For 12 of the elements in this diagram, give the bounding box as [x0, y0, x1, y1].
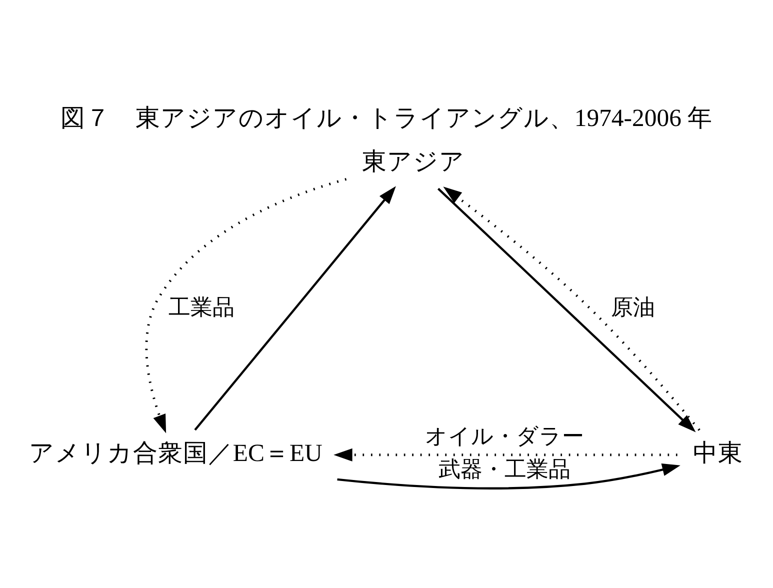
node-text: アメリカ合衆国／EC＝EU — [28, 439, 322, 466]
arrow — [145, 178, 347, 433]
edge-label: オイル・ダラー — [425, 423, 584, 448]
arrow — [337, 462, 680, 489]
edge-label: 工業品 — [168, 294, 235, 319]
edge-label: 武器・工業品 — [438, 456, 571, 482]
node-text: 中東 — [693, 439, 744, 466]
edge-label: 原油 — [611, 294, 656, 319]
arrow — [194, 186, 396, 430]
arrow — [334, 448, 678, 461]
node-text: 東アジア — [362, 148, 465, 176]
diagram-title: 図７ 東アジアのオイル・トライアングル、1974-2006 年 — [60, 104, 713, 132]
